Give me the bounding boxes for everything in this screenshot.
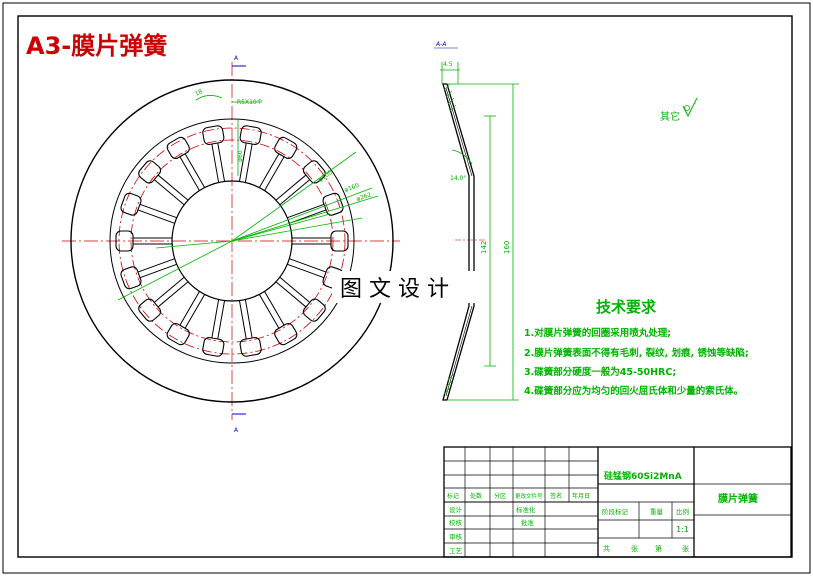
dim-top: 4.5 [443,61,453,68]
outer-circle [70,79,394,403]
svg-text:A: A [234,427,239,434]
section-hatching [443,83,457,395]
dim-angle-14: 14.0° [450,175,466,182]
header-zone: 分区 [494,492,506,500]
sheet-number-unit: 张 [682,544,689,553]
dim-142: 142 [480,241,488,254]
header-change-doc: 更改文件号 [515,492,543,500]
bore-circle [171,180,293,302]
finger-slot [166,291,206,346]
section-view: A-A 4.5 [434,41,519,401]
dim-phi-262: φ262 [355,191,372,202]
dim-160: 160 [503,241,511,254]
watermark: 图 文 设 计 [340,277,449,302]
sheet-title: A3-膜片弹簧 [26,32,167,60]
sheet-total: 共 [603,544,610,553]
title-block-text: 硅锰钢60Si2MnA 膜片弹簧 标记 处数 分区 更改文件号 签名 年月日 设… [447,470,758,555]
header-count: 处数 [470,492,482,500]
finger-slot [238,125,262,183]
title-block [443,446,792,558]
pitch-circle-inner [130,139,334,343]
header-signature: 签名 [550,492,562,500]
section-marker-top: A [232,55,246,67]
std-approval: 批准 [521,518,535,527]
cone-inner-circle [109,118,355,364]
dim-phi-160: φ160 [343,182,360,194]
finger-slot [138,276,189,322]
section-label: A-A [435,41,446,48]
header-date: 年月日 [572,492,590,500]
section-profile [442,83,475,401]
stage-mark: 阶段标记 [602,507,629,516]
finger-slot [202,299,226,357]
finger-slot [292,230,349,252]
scale-value: 1:1 [676,525,689,534]
section-dimensions [440,62,519,401]
tech-heading: 技术要求 [596,298,657,316]
inner-frame [17,15,793,558]
sheet-total-unit: 张 [631,544,638,553]
finger-slot [275,160,326,206]
technical-requirements: 技术要求 1.对膜片弹簧的回圈采用喷丸处理; 2.膜片弹簧表面不得有毛刺, 裂纹… [524,298,749,397]
finger-slot [120,258,177,290]
sheet-number: 第 [655,544,662,553]
tech-item-4: 4.碟簧部分应为均匀的回火屈氏体和少量的索氏体。 [524,385,743,397]
stage-weight: 重量 [650,508,664,516]
role-process: 工艺 [449,547,463,555]
role-check: 校核 [449,518,463,527]
finger-slot [166,136,206,191]
finger-slot [120,192,177,224]
front-view: A A R5X10个 18 φ60 φ100 φ160 φ262 [62,55,400,434]
part-name: 膜片弹簧 [718,492,758,505]
tech-item-2: 2.膜片弹簧表面不得有毛刺, 裂纹, 划痕, 锈蚀等缺陷; [524,347,749,359]
finger-slot [258,291,298,346]
dim-slot: R5X10个 [237,99,263,106]
finger-slot [275,276,326,322]
spring-fingers [115,125,349,357]
finger-slot [202,125,226,183]
svg-text:A: A [234,55,239,62]
role-review: 审核 [449,532,463,541]
tech-item-1: 1.对膜片弹簧的回圈采用喷丸处理; [524,327,671,339]
finger-slot [115,230,172,252]
finger-slot [258,136,298,191]
std-standardization: 标准化 [516,505,536,514]
roughness-label: 其它 [660,110,680,123]
finger-slot [238,299,262,357]
pitch-circle-outer [118,127,346,355]
dimension-leaders [117,95,379,301]
tech-item-3: 3.碟簧部分硬度一般为45-50HRC; [524,366,676,378]
finger-slot [138,160,189,206]
header-mark: 标记 [447,492,459,500]
material: 硅锰钢60Si2MnA [604,470,682,482]
watermark-backdrop [332,271,482,303]
section-marker-bottom: A [232,413,246,434]
dim-phi-60: φ60 [237,150,244,162]
dim-angle-18: 18 [194,88,204,98]
stage-scale: 比例 [676,507,689,516]
roughness-symbol: 其它 [660,97,698,123]
dim-phi-100: φ100 [317,169,334,184]
role-design: 设计 [449,505,463,514]
